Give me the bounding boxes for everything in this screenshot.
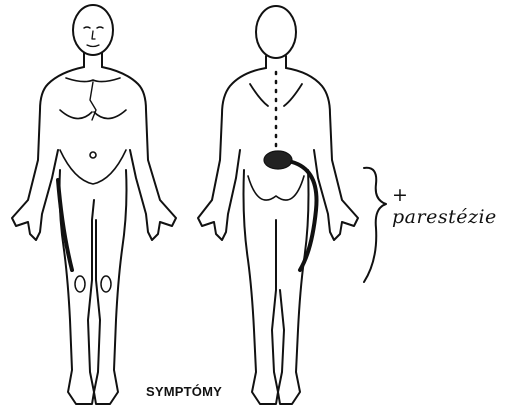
symptoms-caption: SYMPTÓMY (146, 384, 222, 399)
back-body-figure (198, 6, 358, 404)
bracket-symbol (364, 168, 386, 282)
front-body-figure (12, 5, 176, 404)
paresthesia-note: + parestézie (392, 184, 516, 228)
